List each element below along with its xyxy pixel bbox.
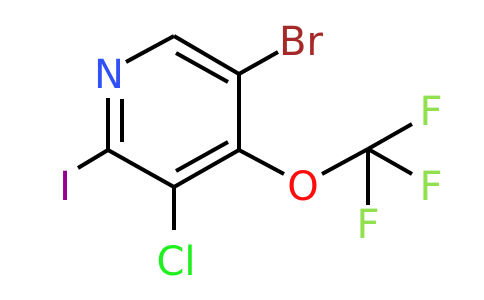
bond-c4-c3-inner <box>175 140 229 173</box>
fluorine-atom-label-3: F <box>356 202 379 248</box>
bond-cf3-f2 <box>367 147 413 176</box>
fluorine-atom-label-2: F <box>419 164 442 210</box>
bond-c2-i <box>76 148 110 170</box>
bromine-atom-label: Br <box>279 19 323 65</box>
bond-c4-c3 <box>173 148 240 189</box>
bond-c4-o <box>238 148 285 176</box>
iodine-atom-label: I <box>59 164 71 210</box>
bond-cf3-f1 <box>367 122 413 151</box>
fluorine-atom-label-1: F <box>419 89 442 135</box>
bonds <box>76 34 413 230</box>
oxygen-atom-label: O <box>287 164 318 210</box>
bond-c3-c2 <box>107 148 175 189</box>
bond-c6-c5-inner <box>175 51 229 84</box>
atom-labels: N Br I Cl O F F F <box>59 19 442 285</box>
bond-n1-c6 <box>125 34 175 64</box>
chlorine-atom-label: Cl <box>156 239 195 285</box>
bond-c5-br <box>238 50 279 76</box>
nitrogen-atom-label: N <box>94 52 124 98</box>
bond-o-cf3 <box>321 147 369 176</box>
bond-c6-c5 <box>172 34 241 76</box>
